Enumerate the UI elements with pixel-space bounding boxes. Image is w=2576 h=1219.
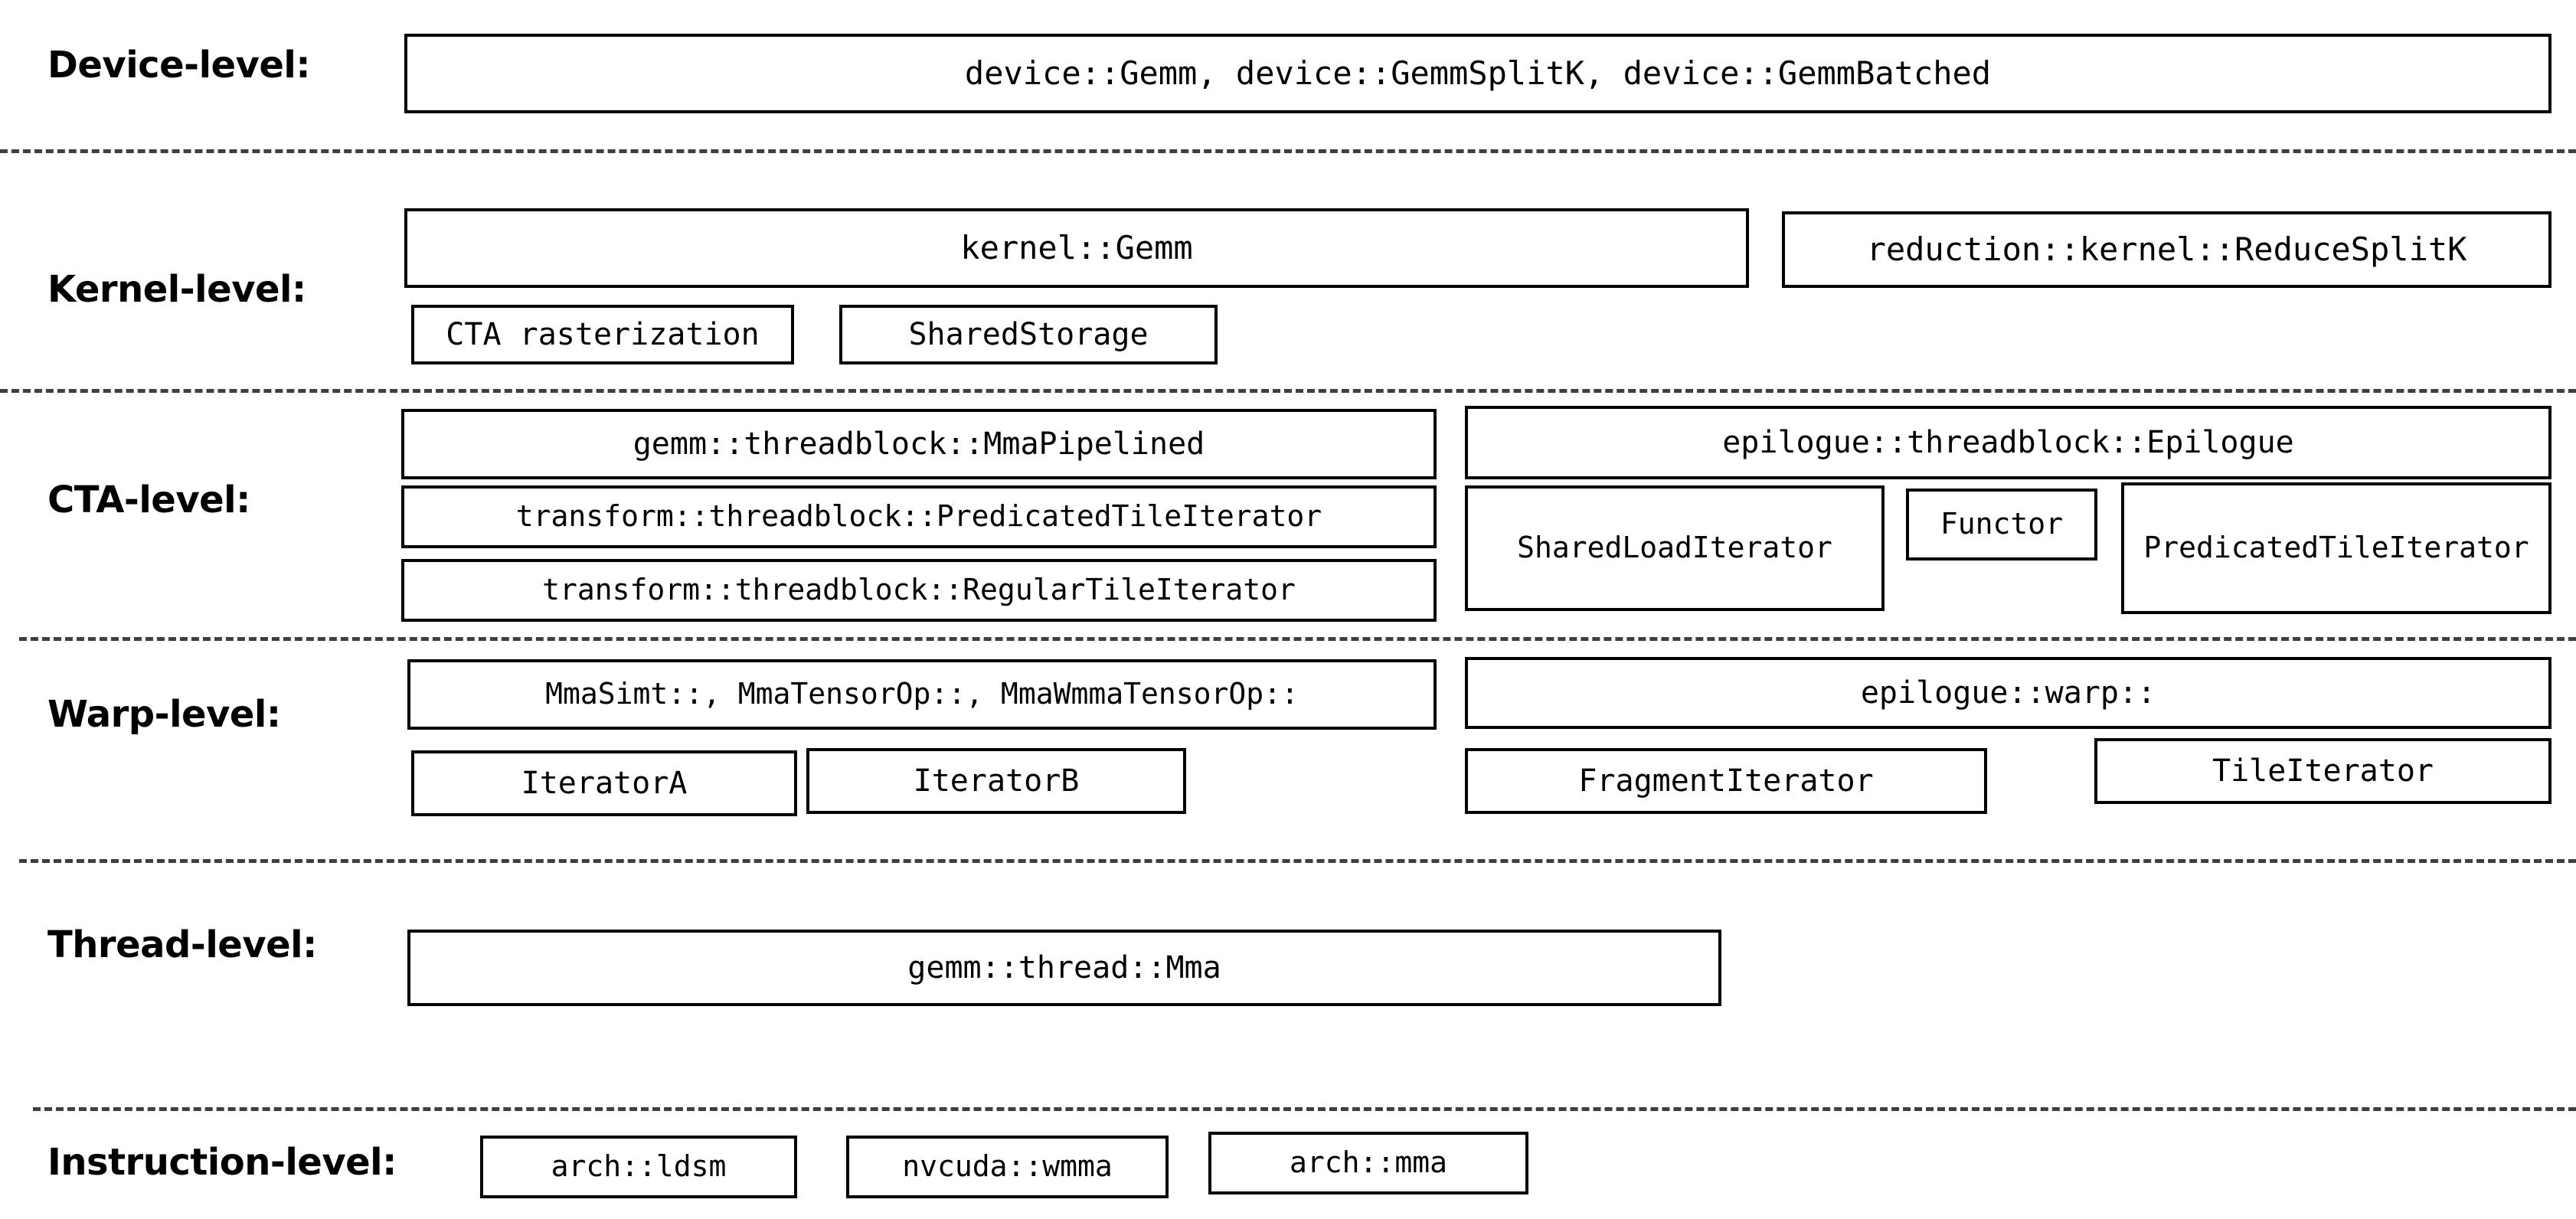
level-label-kernel: Kernel-level: xyxy=(47,268,306,311)
box-epilogue-threadblock-epilogue[interactable]: epilogue::threadblock::Epilogue xyxy=(1465,406,2551,479)
box-iterator-a[interactable]: IteratorA xyxy=(411,750,797,816)
box-gemm-thread-mma[interactable]: gemm::thread::Mma xyxy=(407,930,1721,1006)
box-transform-threadblock-predicatedtileiterator[interactable]: transform::threadblock::PredicatedTileIt… xyxy=(401,485,1437,548)
divider-device-kernel xyxy=(0,149,2576,153)
box-device-gemm[interactable]: device::Gemm, device::GemmSplitK, device… xyxy=(404,34,2551,113)
box-shared-storage[interactable]: SharedStorage xyxy=(839,305,1218,364)
box-epilogue-warp[interactable]: epilogue::warp:: xyxy=(1465,657,2551,729)
level-label-instruction: Instruction-level: xyxy=(47,1141,397,1184)
box-arch-mma[interactable]: arch::mma xyxy=(1208,1132,1528,1194)
box-fragment-iterator[interactable]: FragmentIterator xyxy=(1465,748,1987,814)
level-label-warp: Warp-level: xyxy=(47,693,281,736)
level-label-cta: CTA-level: xyxy=(47,479,250,521)
box-arch-ldsm[interactable]: arch::ldsm xyxy=(480,1136,797,1198)
box-tile-iterator[interactable]: TileIterator xyxy=(2094,738,2551,804)
box-cta-rasterization[interactable]: CTA rasterization xyxy=(411,305,794,364)
box-functor[interactable]: Functor xyxy=(1906,489,2097,560)
box-warp-mma-ops[interactable]: MmaSimt::, MmaTensorOp::, MmaWmmaTensorO… xyxy=(407,659,1437,730)
divider-thread-instruction xyxy=(33,1107,2576,1111)
box-nvcuda-wmma[interactable]: nvcuda::wmma xyxy=(846,1136,1169,1198)
level-label-thread: Thread-level: xyxy=(47,923,317,966)
divider-warp-thread xyxy=(19,859,2576,863)
divider-cta-warp xyxy=(19,637,2576,641)
divider-kernel-cta xyxy=(0,389,2576,393)
box-gemm-threadblock-mmapipelined[interactable]: gemm::threadblock::MmaPipelined xyxy=(401,409,1437,479)
box-predicated-tile-iterator[interactable]: PredicatedTileIterator xyxy=(2121,482,2551,614)
level-label-device: Device-level: xyxy=(47,44,311,87)
box-kernel-gemm[interactable]: kernel::Gemm xyxy=(404,208,1749,288)
box-reduction-kernel-reducesplitk[interactable]: reduction::kernel::ReduceSplitK xyxy=(1782,211,2551,288)
box-shared-load-iterator[interactable]: SharedLoadIterator xyxy=(1465,485,1885,611)
box-iterator-b[interactable]: IteratorB xyxy=(806,748,1186,814)
box-transform-threadblock-regulartileiterator[interactable]: transform::threadblock::RegularTileItera… xyxy=(401,559,1437,622)
